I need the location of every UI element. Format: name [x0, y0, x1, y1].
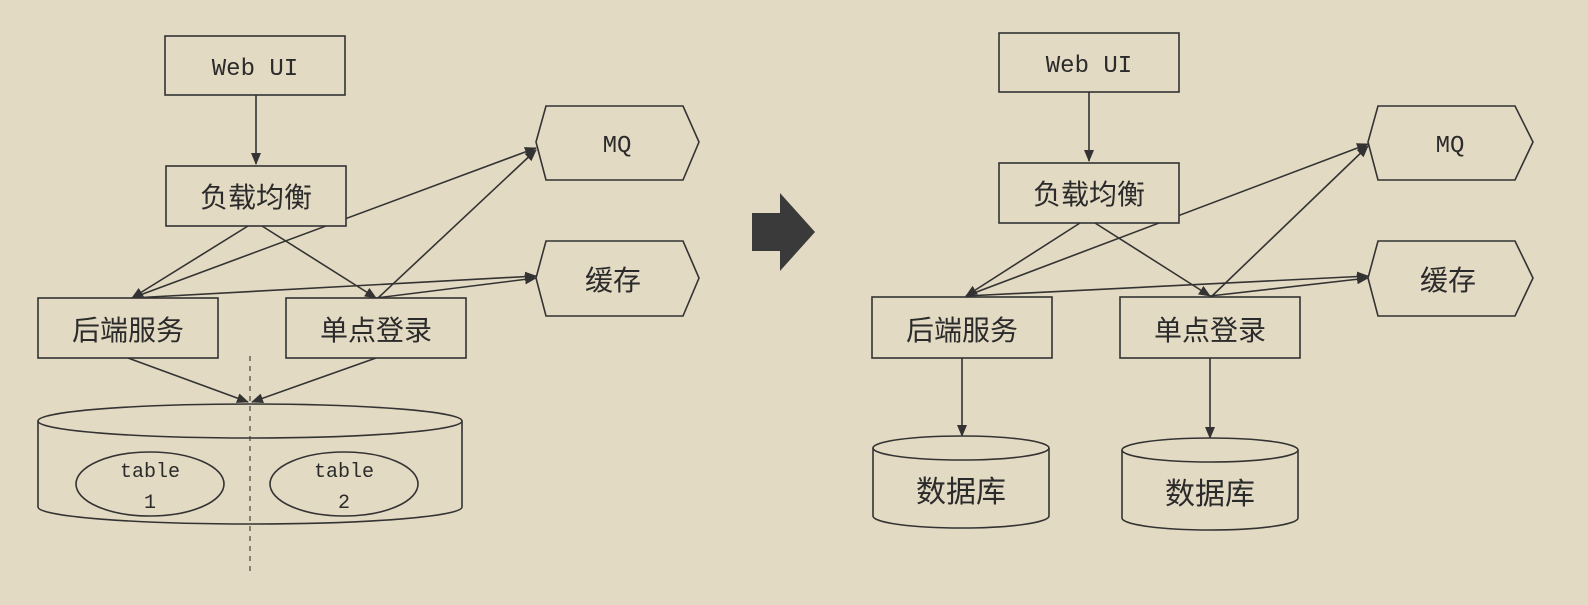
arrow-sso-to-db [251, 357, 377, 404]
after-cache-label: 缓存 [1420, 264, 1476, 297]
after-database-2-label: 数据库 [1165, 477, 1255, 512]
before-webui-label: Web UI [212, 56, 298, 83]
after-sso-node: 单点登录 [1119, 296, 1301, 359]
after-load-balancer-node: 负载均衡 [998, 162, 1180, 224]
after-backend-service-label: 后端服务 [906, 314, 1018, 347]
after-cache-node: 缓存 [1367, 240, 1534, 317]
before-load-balancer-label: 负载均衡 [200, 181, 312, 214]
before-backend-service-label: 后端服务 [72, 314, 184, 347]
before-shared-database: table 1 table 2 [37, 356, 463, 574]
after-webui-node: Web UI [998, 32, 1180, 93]
arrow-lb-to-backend [131, 225, 249, 299]
after-backend-service-node: 后端服务 [871, 296, 1053, 359]
arrow-backend-to-db [127, 357, 249, 403]
arrow-sso-to-cache [375, 274, 537, 299]
before-table-1-name: table [120, 461, 180, 484]
after-load-balancer-label: 负载均衡 [1033, 178, 1145, 211]
arrow-sso-to-mq-after [1211, 145, 1369, 297]
after-database-2: 数据库 [1121, 437, 1299, 531]
arrow-backend-to-cache [131, 271, 537, 299]
transition-arrow-icon [752, 193, 815, 271]
after-webui-label: Web UI [1046, 53, 1132, 80]
before-mq-node: MQ [535, 105, 700, 181]
before-cache-label: 缓存 [585, 264, 641, 297]
before-sso-node: 单点登录 [285, 297, 467, 359]
before-table-1: table 1 [75, 451, 225, 517]
before-table-2-number: 2 [338, 492, 350, 515]
arrow-lb-to-sso-after [1094, 222, 1211, 297]
arrow-sso-to-mq [377, 149, 537, 299]
before-sso-label: 单点登录 [320, 314, 432, 347]
before-connections [127, 95, 537, 404]
arrow-lb-to-backend-after [965, 222, 1081, 297]
before-load-balancer-node: 负载均衡 [165, 165, 347, 227]
arrow-backend-to-cache-after [965, 271, 1369, 297]
before-table-2-name: table [314, 461, 374, 484]
before-diagram: Web UI 负载均衡 MQ 缓存 后端服务 单点登录 [37, 35, 700, 574]
after-mq-label: MQ [1436, 133, 1465, 160]
after-database-1-label: 数据库 [916, 475, 1006, 510]
before-backend-service-node: 后端服务 [37, 297, 219, 359]
after-sso-label: 单点登录 [1154, 314, 1266, 347]
arrow-sso-to-cache-after [1209, 274, 1369, 297]
before-table-1-number: 1 [144, 492, 156, 515]
before-mq-label: MQ [603, 133, 632, 160]
after-connections [957, 92, 1369, 439]
before-webui-node: Web UI [164, 35, 346, 96]
before-cache-node: 缓存 [535, 240, 700, 317]
before-table-2: table 2 [269, 451, 419, 517]
after-diagram: Web UI 负载均衡 MQ 缓存 后端服务 单点登录 [871, 32, 1534, 531]
after-database-1: 数据库 [872, 435, 1050, 529]
after-mq-node: MQ [1367, 105, 1534, 181]
